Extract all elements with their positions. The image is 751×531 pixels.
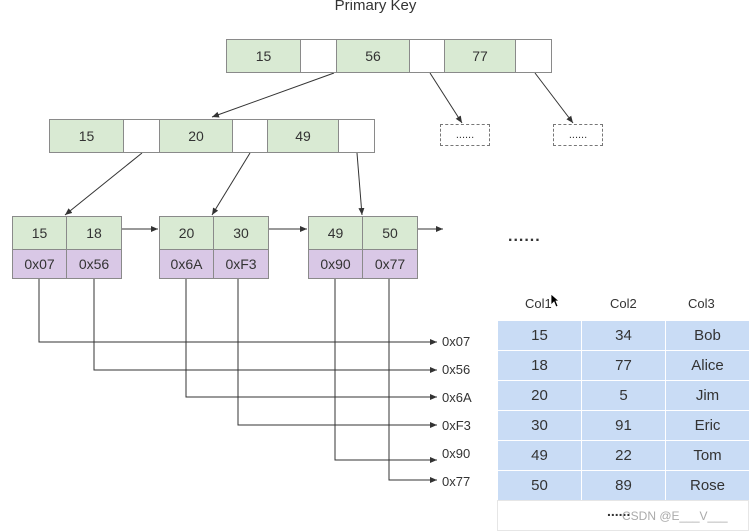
table-more-rows: ...... — [607, 503, 631, 519]
leaf-address: 0x90 — [308, 249, 363, 279]
table-cell: 34 — [581, 320, 666, 351]
table-cell: 50 — [497, 470, 582, 501]
table-row: 15 34 Bob — [497, 320, 750, 351]
placeholder-node: ...... — [440, 124, 490, 146]
column-header: Col2 — [610, 296, 637, 311]
address-label: 0x6A — [442, 390, 472, 405]
address-label: 0x77 — [442, 474, 471, 489]
leaf-key: 50 — [362, 216, 418, 250]
address-label: 0x07 — [442, 334, 471, 349]
leaf-address: 0x56 — [66, 249, 122, 279]
address-label: 0x90 — [442, 446, 471, 461]
root-key: 56 — [336, 39, 410, 73]
leaf-address: 0xF3 — [213, 249, 269, 279]
root-key: 15 — [226, 39, 301, 73]
leaf-key: 15 — [12, 216, 67, 250]
table-last-row — [497, 500, 749, 531]
root-pointer — [300, 39, 337, 73]
root-pointer — [409, 39, 445, 73]
table-cell: 49 — [497, 440, 582, 471]
table-cell: 22 — [581, 440, 666, 471]
table-row: 50 89 Rose — [497, 470, 750, 501]
data-table: 15 34 Bob 18 77 Alice 20 5 Jim 30 91 Eri… — [497, 320, 750, 501]
table-cell: Bob — [665, 320, 750, 351]
internal-node: 15 20 49 — [49, 119, 375, 153]
leaf-node: 20 30 0x6A 0xF3 — [159, 216, 269, 279]
internal-key: 20 — [159, 119, 233, 153]
table-cell: Alice — [665, 350, 750, 381]
table-cell: 30 — [497, 410, 582, 441]
table-cell: Eric — [665, 410, 750, 441]
column-header: Col1 — [525, 296, 552, 311]
root-pointer — [515, 39, 552, 73]
table-cell: Jim — [665, 380, 750, 411]
table-cell: Rose — [665, 470, 750, 501]
address-label: 0x56 — [442, 362, 471, 377]
table-cell: 91 — [581, 410, 666, 441]
table-cell: 89 — [581, 470, 666, 501]
internal-key: 49 — [267, 119, 339, 153]
more-leaves-ellipsis: ...... — [508, 228, 541, 245]
table-cell: 77 — [581, 350, 666, 381]
address-label: 0xF3 — [442, 418, 471, 433]
leaf-node: 49 50 0x90 0x77 — [308, 216, 418, 279]
table-row: 18 77 Alice — [497, 350, 750, 381]
internal-pointer — [123, 119, 160, 153]
leaf-address: 0x6A — [159, 249, 214, 279]
internal-key: 15 — [49, 119, 124, 153]
internal-pointer — [232, 119, 268, 153]
leaf-address: 0x77 — [362, 249, 418, 279]
leaf-key: 18 — [66, 216, 122, 250]
leaf-key: 20 — [159, 216, 214, 250]
leaf-key: 49 — [308, 216, 363, 250]
leaf-key: 30 — [213, 216, 269, 250]
table-cell: 15 — [497, 320, 582, 351]
root-key: 77 — [444, 39, 516, 73]
table-cell: Tom — [665, 440, 750, 471]
mouse-cursor-icon — [550, 293, 561, 313]
watermark: CSDN @E___V___ — [622, 509, 728, 523]
leaf-node: 15 18 0x07 0x56 — [12, 216, 122, 279]
table-row: 20 5 Jim — [497, 380, 750, 411]
internal-pointer — [338, 119, 375, 153]
column-header: Col3 — [688, 296, 715, 311]
leaf-address: 0x07 — [12, 249, 67, 279]
table-row: 49 22 Tom — [497, 440, 750, 471]
table-cell: 18 — [497, 350, 582, 381]
root-node: 15 56 77 — [226, 39, 552, 73]
diagram-title: Primary Key — [334, 0, 417, 14]
table-cell: 5 — [581, 380, 666, 411]
table-cell: 20 — [497, 380, 582, 411]
table-row: 30 91 Eric — [497, 410, 750, 441]
placeholder-node: ...... — [553, 124, 603, 146]
